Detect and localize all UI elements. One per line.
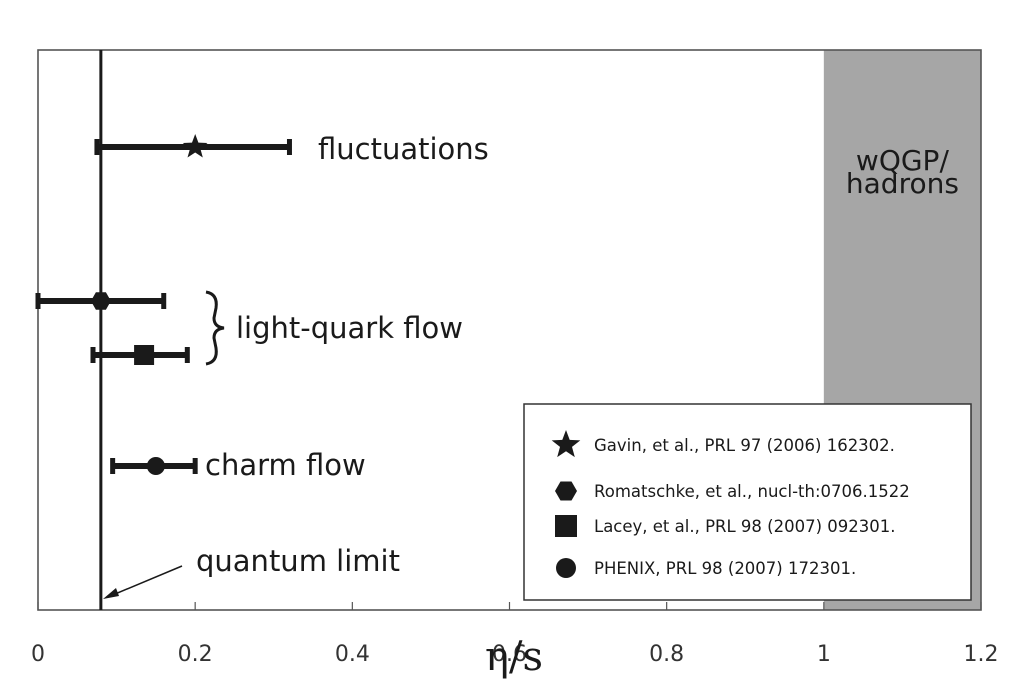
legend-hexagon-icon [555,481,577,501]
x-tick-label: 0.6 [492,642,527,667]
circle-marker [146,457,165,475]
data-marks [35,134,292,475]
light-quark-flow-label: light-quark flow [236,311,463,345]
legend-circle-icon [556,558,576,578]
x-tick-label: 0.8 [649,642,684,667]
star-marker [182,134,208,158]
brace-icon [205,290,225,366]
series-0-point-0 [94,134,292,158]
legend-entry-2: Lacey, et al., PRL 98 (2007) 092301. [594,517,896,536]
x-tick-label: 1.2 [964,642,999,667]
square-marker [134,345,155,365]
legend-star-icon [551,430,581,458]
x-tick-label: 0.4 [335,642,370,667]
x-axis-label: η/s [485,634,543,680]
series-1-point-0 [35,292,167,310]
charm-flow-label: charm flow [205,448,366,482]
quantum-limit-label: quantum limit [196,544,400,578]
legend-square-icon [555,515,577,537]
x-axis-ticks: 0 0.2 0.4 0.6 0.8 1 1.2 [31,602,999,667]
band-label-line1: wQGP/ [856,144,950,177]
x-tick-label: 0.2 [178,642,213,667]
series-2-point-0 [90,345,190,365]
fluctuations-label: fluctuations [318,132,489,166]
legend-box [523,403,972,601]
legend-entry-0: Gavin, et al., PRL 97 (2006) 162302. [594,436,895,455]
legend: Gavin, et al., PRL 97 (2006) 162302. Roma… [551,430,910,578]
hexagon-marker [90,292,111,310]
quantum-limit-arrow [107,565,183,598]
x-tick-label: 0 [31,642,45,667]
legend-entry-3: PHENIX, PRL 98 (2007) 172301. [594,559,856,578]
band-label-line2: hadrons [846,167,959,200]
arrowhead-icon [103,588,119,599]
x-tick-label: 1 [817,642,831,667]
series-3-point-0 [110,457,198,475]
legend-entry-1: Romatschke, et al., nucl-th:0706.1522 [594,482,910,501]
